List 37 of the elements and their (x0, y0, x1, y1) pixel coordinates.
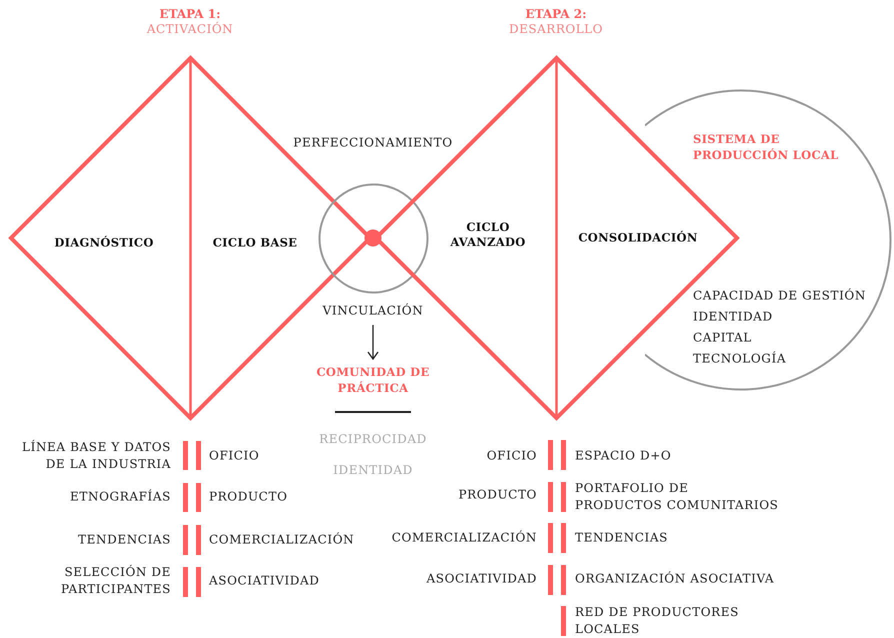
value-label: RECIPROCIDAD (318, 431, 428, 448)
list-item: LÍNEA BASE Y DATOS DE LA INDUSTRIA (21, 439, 171, 473)
stage-heading: ETAPA 2: (524, 6, 588, 23)
list-item: COMERCIALIZACIÓN (209, 532, 356, 548)
arrow (367, 325, 379, 360)
stage-step-label: CONSOLIDACIÓN (577, 230, 699, 246)
list-item: COMERCIALIZACIÓN (390, 530, 537, 546)
list-item: ASOCIATIVIDAD (209, 572, 321, 590)
list-item: SELECCIÓN DE PARTICIPANTES (60, 564, 171, 598)
list-item: RED DE PRODUCTORES LOCALES (575, 604, 740, 638)
community-title: COMUNIDAD DE PRÁCTICA (315, 364, 431, 396)
list-item: ESPACIO D+O (575, 448, 672, 464)
system-item: CAPITAL (693, 330, 753, 346)
list-item: PRODUCTO (209, 488, 289, 506)
list-item: TENDENCIAS (575, 530, 669, 546)
list-item: PORTAFOLIO DE PRODUCTOS COMUNITARIOS (575, 480, 780, 514)
value-label: IDENTIDAD (332, 462, 414, 479)
stage-subheading: ACTIVACIÓN (146, 20, 234, 38)
stage-step-label: DIAGNÓSTICO (53, 236, 155, 250)
system-item: TECNOLOGÍA (693, 350, 788, 368)
list-item: OFICIO (486, 448, 537, 464)
system-item: IDENTIDAD (693, 308, 774, 326)
list-item: TENDENCIAS (77, 532, 171, 548)
stage-step-label: CICLO AVANZADO (449, 220, 527, 250)
connection-circle (318, 183, 429, 294)
system-item: CAPACIDAD DE GESTIÓN (693, 288, 867, 304)
list-item: ORGANIZACIÓN ASOCIATIVA (575, 570, 776, 588)
system-title: SISTEMA DE PRODUCCIÓN LOCAL (693, 131, 840, 163)
list-item: ETNOGRAFÍAS (69, 488, 171, 506)
list-item: ASOCIATIVIDAD (425, 570, 537, 588)
list-item: PRODUCTO (457, 486, 537, 504)
list-item: OFICIO (209, 448, 260, 464)
cycle-label: PERFECCIONAMIENTO (292, 134, 454, 152)
stage-heading: ETAPA 1: (158, 6, 222, 22)
stage-subheading: DESARROLLO (508, 21, 604, 38)
link-label: VINCULACIÓN (322, 302, 424, 320)
stage-step-label: CICLO BASE (212, 236, 298, 250)
